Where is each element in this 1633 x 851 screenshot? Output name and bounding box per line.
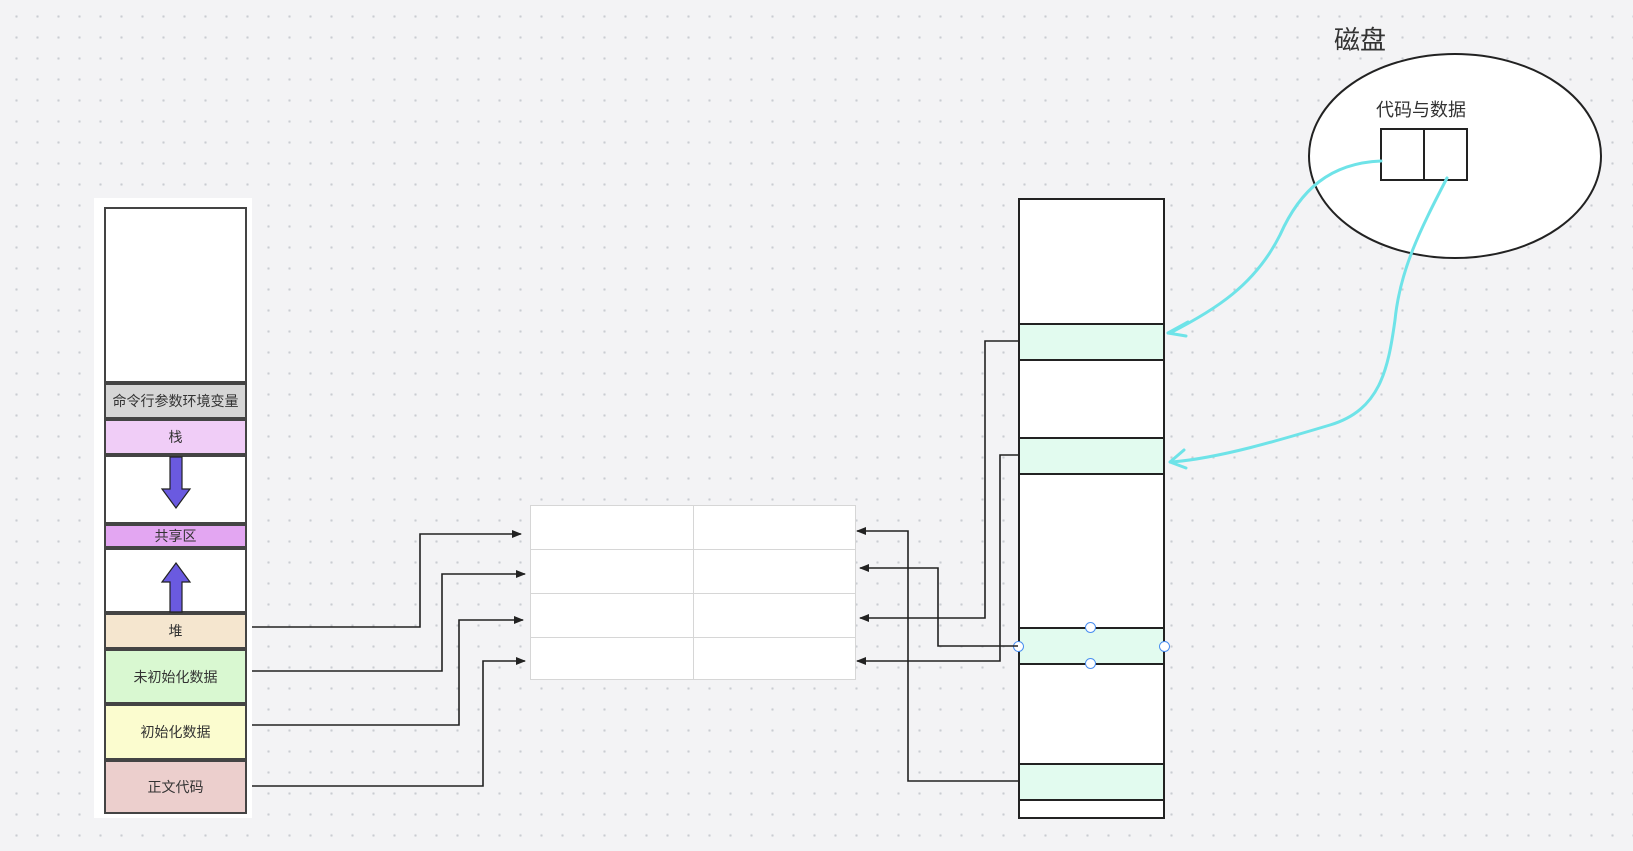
disk-file-label: 代码与数据 [1376, 100, 1466, 121]
stack-down-arrow-icon [160, 456, 192, 510]
physical-frame-1[interactable] [1018, 323, 1165, 361]
segment-bss-label: 未初始化数据 [133, 669, 218, 686]
heap-up-arrow-icon [160, 561, 192, 613]
segment-heap-label: 堆 [168, 624, 183, 640]
page-table-row-divider [531, 593, 855, 594]
load-arrow-2-head [1168, 448, 1188, 470]
page-table-row-divider [531, 637, 855, 638]
frame2-connector [856, 454, 1018, 665]
segment-shared-label: 共享区 [154, 529, 197, 545]
segment-text-label: 正文代码 [147, 780, 204, 796]
segment-stack-label: 栈 [168, 430, 183, 446]
load-arrow-1 [1168, 159, 1383, 335]
page-table[interactable] [530, 505, 856, 680]
physical-to-pagetable-connectors [856, 340, 1018, 782]
frame4-connector [856, 527, 1018, 782]
segment-text[interactable]: 正文代码 [104, 760, 247, 814]
load-arrow-1-head [1166, 320, 1190, 338]
physical-memory-divider [1018, 799, 1165, 801]
physical-memory[interactable] [1018, 198, 1165, 819]
segment-shared[interactable]: 共享区 [104, 524, 247, 548]
disk-title: 磁盘 [1334, 26, 1387, 56]
segment-bss[interactable]: 未初始化数据 [104, 649, 247, 704]
bss-connector [252, 570, 526, 672]
selection-handle-top[interactable] [1085, 622, 1096, 633]
segment-heap[interactable]: 堆 [104, 613, 247, 649]
segment-data-label: 初始化数据 [140, 725, 211, 741]
physical-frame-2[interactable] [1018, 437, 1165, 475]
segment-stack[interactable]: 栈 [104, 419, 247, 455]
selection-handle-bottom[interactable] [1085, 658, 1096, 669]
load-arrow-2 [1170, 176, 1449, 464]
segment-args-env-label: 命令行参数环境变量 [112, 394, 239, 410]
physical-frame-4[interactable] [1018, 763, 1165, 801]
text-connector [252, 657, 526, 787]
page-table-column-divider [693, 506, 694, 679]
frame1-connector [859, 340, 1018, 622]
segment-data[interactable]: 初始化数据 [104, 704, 247, 760]
selection-handle-right[interactable] [1159, 641, 1170, 652]
virtual-to-pagetable-connectors [252, 530, 526, 787]
frame3-connector [859, 564, 1018, 647]
segment-top[interactable] [104, 207, 247, 383]
heap-connector [252, 530, 522, 628]
disk-load-arrows [1166, 159, 1449, 470]
page-table-row-divider [531, 549, 855, 550]
segment-args-env[interactable]: 命令行参数环境变量 [104, 383, 247, 419]
data-connector [252, 616, 524, 726]
